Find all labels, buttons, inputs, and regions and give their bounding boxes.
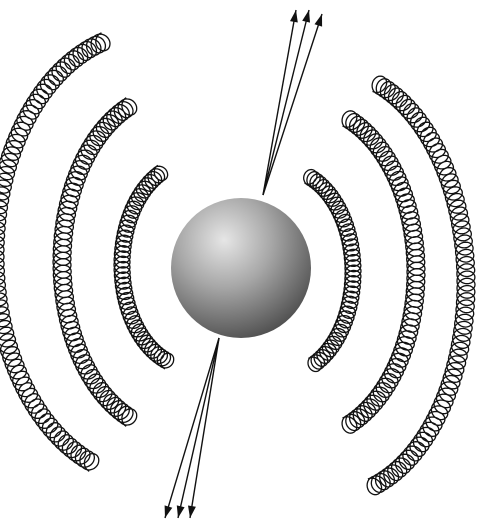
- left-outer-field-coil: [0, 33, 110, 472]
- sphere: [171, 198, 311, 338]
- axis-arrow-2: [263, 10, 310, 195]
- axis-arrow-3: [263, 14, 322, 195]
- right-inner-field-coil: [304, 170, 361, 372]
- axis-arrow-5: [177, 338, 219, 518]
- axis-arrow-4: [165, 338, 219, 518]
- left-inner-field-coil: [114, 165, 174, 369]
